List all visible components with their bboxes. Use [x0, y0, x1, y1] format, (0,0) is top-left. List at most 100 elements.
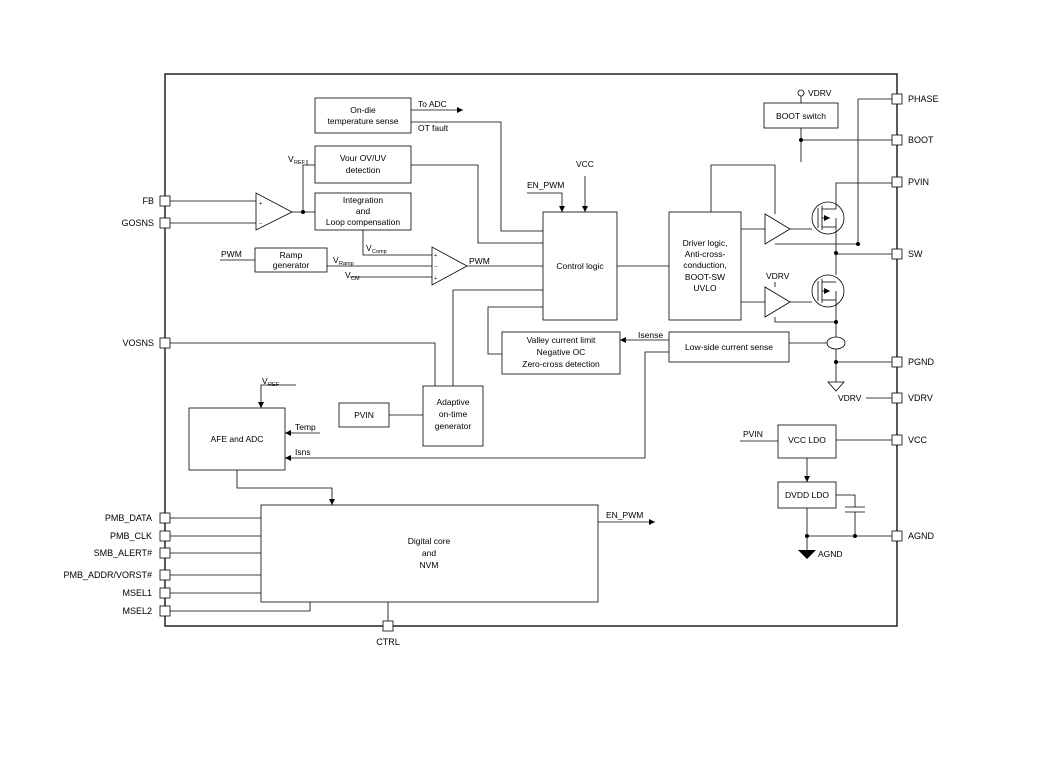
- svg-text:conduction,: conduction,: [683, 260, 726, 270]
- pin-vosns-label: VOSNS: [122, 338, 154, 348]
- isense-label: Isense: [638, 330, 663, 340]
- svg-text:PVIN: PVIN: [354, 410, 374, 420]
- svg-text:V: V: [288, 154, 294, 164]
- svg-text:and: and: [356, 206, 370, 216]
- svg-text:AFE and ADC: AFE and ADC: [211, 434, 264, 444]
- lowside-current-sense-block: Low-side current sense: [668, 331, 790, 363]
- svg-text:DVDD LDO: DVDD LDO: [785, 490, 829, 500]
- svg-text:BOOT switch: BOOT switch: [776, 111, 826, 121]
- svg-text:REF: REF: [294, 160, 306, 166]
- svg-text:generator: generator: [435, 421, 472, 431]
- pin-agnd: AGND: [891, 530, 935, 542]
- pin-ctrl-label: CTRL: [376, 637, 400, 647]
- svg-text:NVM: NVM: [420, 560, 439, 570]
- vcomp-label: V Comp: [366, 243, 387, 255]
- pin-gosns: GOSNS: [121, 217, 171, 229]
- en-pwm-out-label: EN_PWM: [606, 510, 643, 520]
- vcc-label: VCC: [576, 159, 594, 169]
- temp-label: Temp: [295, 422, 316, 432]
- svg-text:V: V: [366, 243, 372, 253]
- svg-text:V: V: [262, 376, 268, 386]
- high-side-mosfet: [811, 201, 845, 235]
- vcm-label: V CM: [345, 270, 360, 282]
- svg-text:REF: REF: [268, 382, 280, 388]
- pin-vosns: VOSNS: [122, 337, 171, 349]
- pin-msel2-label: MSEL2: [122, 606, 152, 616]
- chip-boundary: [164, 73, 898, 627]
- integration-block: Integration and Loop compensation: [314, 192, 412, 231]
- svg-text:+: +: [434, 276, 437, 282]
- svg-text:Anti-cross-: Anti-cross-: [685, 249, 726, 259]
- svg-text:Ramp: Ramp: [280, 250, 303, 260]
- error-amplifier: + −: [255, 192, 293, 231]
- pin-msel1: MSEL1: [122, 587, 171, 599]
- svg-text:Comp: Comp: [372, 249, 387, 255]
- pin-pvin-label: PVIN: [908, 177, 929, 187]
- pin-smb-alert-label: SMB_ALERT#: [94, 548, 152, 558]
- pin-pgnd-label: PGND: [908, 357, 935, 367]
- temp-sense-block: On-die temperature sense: [314, 97, 412, 134]
- svg-text:Integration: Integration: [343, 195, 383, 205]
- svg-text:Adaptive: Adaptive: [436, 397, 469, 407]
- pwm-out-label: PWM: [469, 256, 490, 266]
- pin-phase: PHASE: [891, 93, 939, 105]
- pin-vdrv: VDRV: [891, 392, 933, 404]
- vref-label-top: V REF: [288, 154, 306, 166]
- digital-core-block: Digital core and NVM: [260, 504, 599, 603]
- pin-gosns-label: GOSNS: [121, 218, 154, 228]
- en-pwm-in-label: EN_PWM: [527, 180, 564, 190]
- svg-text:Vour OV/UV: Vour OV/UV: [340, 153, 387, 163]
- svg-text:Valley current limit: Valley current limit: [527, 335, 596, 345]
- svg-text:UVLO: UVLO: [693, 283, 717, 293]
- pin-boot-label: BOOT: [908, 135, 934, 145]
- low-side-mosfet: [811, 274, 845, 308]
- pgnd-ground-icon: [827, 381, 845, 392]
- current-sense-coil: [826, 336, 846, 350]
- svg-text:V: V: [345, 270, 351, 280]
- pin-pmb-addr: PMB_ADDR/VORST#: [63, 569, 171, 581]
- ot-fault-label: OT fault: [418, 123, 449, 133]
- vramp-label: V Ramp: [333, 255, 354, 267]
- boot-switch-block: BOOT switch: [763, 102, 839, 129]
- pin-smb-alert: SMB_ALERT#: [94, 547, 171, 559]
- svg-text:Digital core: Digital core: [408, 536, 451, 546]
- pin-pvin: PVIN: [891, 176, 929, 188]
- valley-current-limit-block: Valley current limit Negative OC Zero-cr…: [501, 331, 621, 375]
- dvdd-capacitor: [845, 506, 865, 513]
- to-adc-label: To ADC: [418, 99, 447, 109]
- high-side-driver-buffer: [764, 213, 791, 245]
- adaptive-ontime-block: Adaptive on-time generator: [422, 385, 484, 447]
- svg-text:+: +: [434, 253, 437, 259]
- svg-text:generator: generator: [273, 260, 310, 270]
- svg-text:and: and: [422, 548, 436, 558]
- dvdd-ldo-block: DVDD LDO: [777, 481, 837, 509]
- svg-text:BOOT-SW: BOOT-SW: [685, 272, 725, 282]
- pin-pmb-data-label: PMB_DATA: [105, 513, 152, 523]
- svg-text:On-die: On-die: [350, 105, 376, 115]
- pin-vcc: VCC: [891, 434, 928, 446]
- pin-ctrl: CTRL: [376, 620, 400, 647]
- pin-phase-label: PHASE: [908, 94, 939, 104]
- pvin-in-label: PVIN: [743, 429, 763, 439]
- pin-msel1-label: MSEL1: [122, 588, 152, 598]
- pin-pmb-addr-label: PMB_ADDR/VORST#: [63, 570, 152, 580]
- pin-pgnd: PGND: [891, 356, 935, 368]
- driver-logic-block: Driver logic, Anti-cross- conduction, BO…: [668, 211, 742, 321]
- ramp-generator-block: Ramp generator: [254, 247, 328, 273]
- pwm-comparator: + − +: [431, 246, 468, 286]
- pin-fb: FB: [142, 195, 171, 207]
- pin-fb-label: FB: [142, 196, 154, 206]
- pvin-box: PVIN: [338, 402, 390, 428]
- svg-text:Control logic: Control logic: [556, 261, 604, 271]
- svg-text:Zero-cross detection: Zero-cross detection: [522, 359, 600, 369]
- svg-text:Negative OC: Negative OC: [537, 347, 586, 357]
- svg-text:−: −: [434, 264, 437, 270]
- pwm-in-label: PWM: [221, 249, 242, 259]
- vdrv-pin-line-label: VDRV: [838, 393, 862, 403]
- vdrv-supply-node: [797, 89, 805, 97]
- svg-text:CM: CM: [351, 276, 360, 282]
- pin-sw: SW: [891, 248, 923, 260]
- pin-pmb-data: PMB_DATA: [105, 512, 171, 524]
- svg-text:V: V: [333, 255, 339, 265]
